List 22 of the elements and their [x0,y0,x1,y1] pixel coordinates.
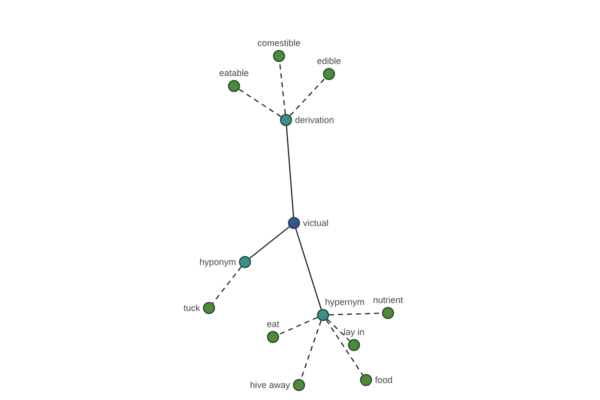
dashed-link [290,78,326,116]
node-label: victual [303,218,329,228]
node-label: derivation [295,115,334,125]
dashed-link [326,318,350,342]
node-label: comestible [257,38,301,48]
link-line [295,228,322,310]
node-label: nutrient [372,295,404,305]
link-line [249,226,290,259]
node-label: eatable [219,68,249,78]
node-label: edible [316,56,342,66]
node-label: tuck [183,303,200,313]
dashed-link [278,316,318,336]
node-label: hypernym [325,297,365,307]
link-line [286,125,294,218]
dashed-link [212,266,242,304]
node-label: hyponym [199,257,236,267]
dashed-link [238,88,282,118]
node-label: hive away [250,380,290,390]
node-label: food [375,375,393,385]
dashed-link [326,320,364,376]
node-label: lay in [344,327,364,337]
node-label: eat [266,319,280,329]
